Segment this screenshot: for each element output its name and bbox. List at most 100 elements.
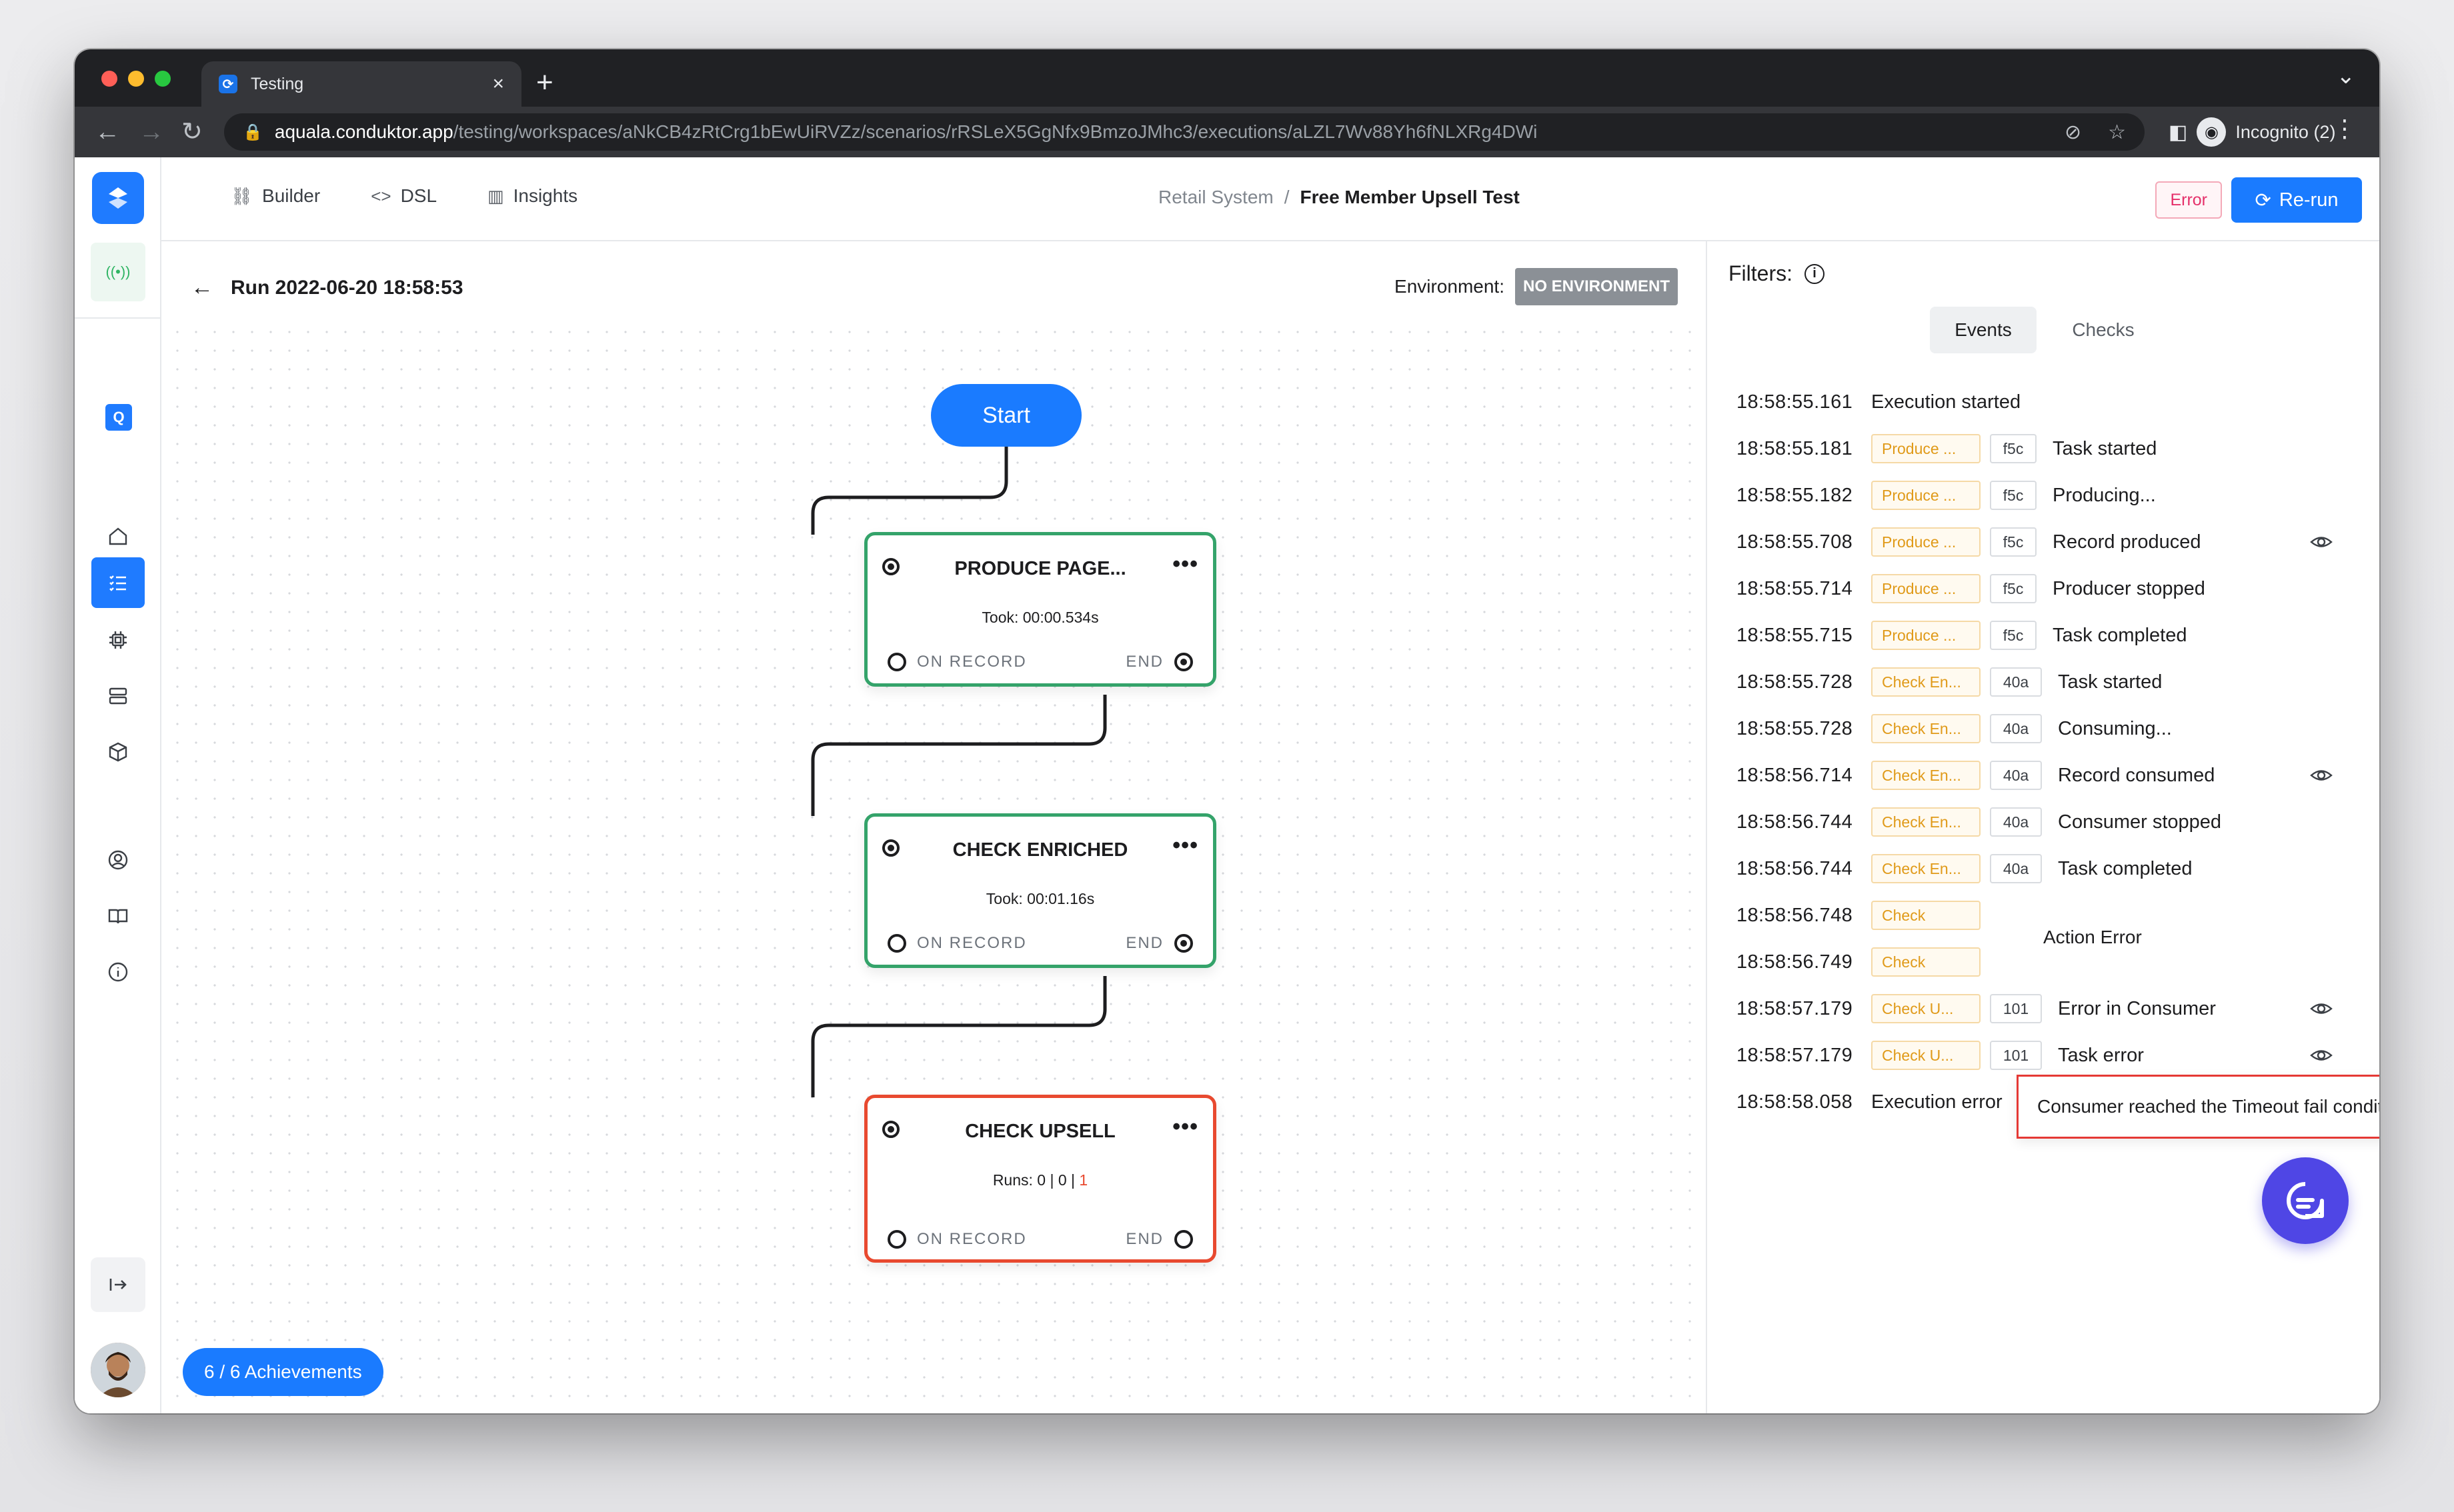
testing-list-icon[interactable] xyxy=(91,557,145,608)
tab-checks[interactable]: Checks xyxy=(2072,319,2135,340)
flow-canvas[interactable]: ← Run 2022-06-20 18:58:53 Environment: N… xyxy=(161,241,1707,1413)
chat-support-button[interactable] xyxy=(2262,1157,2349,1244)
server-icon[interactable] xyxy=(91,671,145,721)
on-record-label: ON RECORD xyxy=(917,1230,1027,1248)
info-icon[interactable] xyxy=(91,947,145,997)
node-menu-icon[interactable]: ••• xyxy=(1172,551,1198,577)
new-tab-button[interactable]: + xyxy=(536,66,553,99)
on-record-port[interactable]: ON RECORD xyxy=(888,1230,1027,1249)
nav-dsl[interactable]: <> DSL xyxy=(371,185,437,207)
event-task-tag[interactable]: Produce ... xyxy=(1871,481,1981,510)
browser-tab[interactable]: ⟳ Testing × xyxy=(201,61,521,107)
conduktor-logo-icon[interactable] xyxy=(92,172,144,224)
node-menu-icon[interactable]: ••• xyxy=(1172,833,1198,858)
event-task-tag[interactable]: Produce ... xyxy=(1871,434,1981,463)
rerun-button[interactable]: ⟳ Re-run xyxy=(2231,177,2362,223)
user-avatar[interactable] xyxy=(91,1343,145,1397)
environment-badge[interactable]: NO ENVIRONMENT xyxy=(1514,268,1678,305)
start-node[interactable]: Start xyxy=(931,384,1082,447)
end-port[interactable]: END xyxy=(1126,653,1193,671)
flow-node-check-enriched[interactable]: CHECK ENRICHED ••• Took: 00:01.16s ON RE… xyxy=(864,813,1216,968)
flow-node-check-upsell[interactable]: CHECK UPSELL ••• Runs: 0 | 0 | 1 ON RECO… xyxy=(864,1095,1216,1263)
view-record-eye-icon[interactable] xyxy=(2310,532,2337,552)
event-task-tag[interactable]: Check xyxy=(1871,901,1981,930)
bookmark-star-icon[interactable]: ☆ xyxy=(2108,121,2126,143)
end-port[interactable]: END xyxy=(1126,934,1193,953)
chip-icon[interactable] xyxy=(91,615,145,665)
minimize-window-button[interactable] xyxy=(128,71,144,87)
event-task-id: f5c xyxy=(1990,621,2037,650)
cube-icon[interactable] xyxy=(91,727,145,777)
view-record-eye-icon[interactable] xyxy=(2310,1045,2337,1065)
info-icon[interactable]: i xyxy=(1804,263,1824,284)
forward-arrow-icon[interactable]: → xyxy=(139,118,164,146)
event-task-tag[interactable]: Check En... xyxy=(1871,667,1981,697)
browser-window: ⟳ Testing × + ⌄ ← → ↻ 🔒 aquala.conduktor… xyxy=(75,49,2379,1413)
flow-node-produce[interactable]: PRODUCE PAGE... ••• Took: 00:00.534s ON … xyxy=(864,532,1216,687)
event-message: Record produced xyxy=(2053,531,2201,553)
eye-off-icon[interactable]: ⊘ xyxy=(2064,121,2082,143)
home-icon[interactable] xyxy=(91,511,145,561)
book-icon[interactable] xyxy=(91,891,145,941)
tab-title: Testing xyxy=(251,74,304,93)
achievements-button[interactable]: 6 / 6 Achievements xyxy=(183,1348,383,1396)
event-task-tag[interactable]: Produce ... xyxy=(1871,621,1981,650)
back-arrow-icon[interactable]: ← xyxy=(191,275,213,300)
event-task-tag[interactable]: Check En... xyxy=(1871,854,1981,883)
event-task-tag[interactable]: Check En... xyxy=(1871,714,1981,743)
end-port[interactable]: END xyxy=(1126,1230,1193,1249)
error-tooltip: Consumer reached the Timeout fail condit… xyxy=(2017,1075,2379,1139)
maximize-window-button[interactable] xyxy=(155,71,171,87)
event-task-tag[interactable]: Produce ... xyxy=(1871,527,1981,557)
nav-insights[interactable]: ▥ Insights xyxy=(487,185,577,207)
back-arrow-icon[interactable]: ← xyxy=(95,118,120,146)
event-task-tag[interactable]: Check En... xyxy=(1871,807,1981,837)
event-task-tag[interactable]: Check U... xyxy=(1871,994,1981,1023)
close-window-button[interactable] xyxy=(101,71,117,87)
event-task-tag[interactable]: Check En... xyxy=(1871,761,1981,790)
workspace-q-icon[interactable]: Q xyxy=(105,404,132,431)
side-panel-icon[interactable]: ◧ xyxy=(2169,121,2188,143)
address-bar[interactable]: 🔒 aquala.conduktor.app/testing/workspace… xyxy=(224,113,2145,151)
tab-events[interactable]: Events xyxy=(1930,307,2037,353)
incognito-label: Incognito (2) xyxy=(2235,121,2336,142)
url-text: aquala.conduktor.app/testing/workspaces/… xyxy=(274,121,1538,142)
conduktor-favicon-icon: ⟳ xyxy=(219,75,237,93)
tab-search-chevron-icon[interactable]: ⌄ xyxy=(2336,63,2356,89)
reload-icon[interactable]: ↻ xyxy=(181,118,203,146)
user-circle-icon[interactable] xyxy=(91,835,145,885)
tab-close-icon[interactable]: × xyxy=(492,73,504,95)
expand-sidebar-icon[interactable] xyxy=(91,1257,145,1312)
breadcrumb-parent[interactable]: Retail System xyxy=(1158,187,1274,207)
nav-builder[interactable]: ⛓ Builder xyxy=(231,185,320,207)
view-record-eye-icon[interactable] xyxy=(2310,765,2337,785)
refresh-icon: ⟳ xyxy=(2255,189,2271,211)
end-label: END xyxy=(1126,934,1164,952)
event-task-tag[interactable]: Check xyxy=(1871,947,1981,977)
view-record-eye-icon[interactable] xyxy=(2310,999,2337,1019)
signal-icon[interactable]: ((•)) xyxy=(91,243,145,301)
event-task-tag[interactable]: Produce ... xyxy=(1871,574,1981,603)
node-menu-icon[interactable]: ••• xyxy=(1172,1114,1198,1139)
browser-menu-icon[interactable]: ⋮ xyxy=(2333,115,2357,142)
on-record-port[interactable]: ON RECORD xyxy=(888,653,1027,671)
event-task-tag[interactable]: Check U... xyxy=(1871,1041,1981,1070)
on-record-port[interactable]: ON RECORD xyxy=(888,934,1027,953)
incognito-profile[interactable]: ◧ ◉ Incognito (2) xyxy=(2169,115,2335,149)
